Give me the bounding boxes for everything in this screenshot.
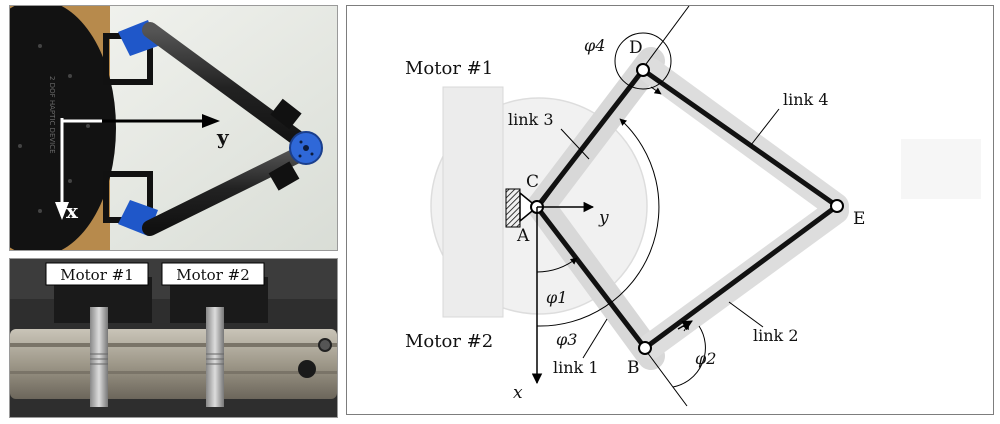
link-4-label: link 4 [783, 90, 829, 109]
motor-1-label-box [45, 262, 149, 286]
phi1-label: φ1 [546, 288, 567, 307]
ground-hatch [505, 188, 521, 228]
phi1-arc [536, 257, 578, 273]
kinematic-diagram-svg: Motor #1 Motor #2 C A D B E link 3 link … [405, 6, 981, 407]
device-side-illustration: Motor #1 Motor #2 [10, 259, 337, 417]
diagram-motor-1-label: Motor #1 [405, 58, 493, 79]
photo-motor-1-label: Motor #1 [60, 266, 134, 284]
metal-base-plate [10, 329, 337, 399]
link-2-bar [642, 203, 840, 351]
phi2-label: φ2 [695, 349, 716, 368]
photo-axis-y-label: y [216, 125, 230, 149]
motor-2-label-box [161, 262, 265, 286]
svg-text:2 DOF HAPTIC DEVICE: 2 DOF HAPTIC DEVICE [48, 76, 56, 154]
device-top-illustration: 2 DOF HAPTIC DEVICE y x [10, 6, 337, 250]
ground-support [519, 191, 539, 223]
link2-leader [728, 301, 764, 328]
motor-1-shaft [90, 307, 108, 407]
device-side-photo: Motor #1 Motor #2 [9, 258, 338, 418]
joint-e-pin [830, 199, 844, 213]
photo-axis-x-label: x [66, 199, 79, 223]
link-4-bar [640, 67, 840, 209]
diagram-motor-2-label: Motor #2 [405, 331, 493, 352]
link-1-bar [534, 204, 648, 351]
phi3-arc [536, 118, 660, 327]
linkage [534, 67, 840, 351]
link3-leader [560, 128, 590, 160]
link-3-label: link 3 [508, 110, 554, 129]
joint-b-label: B [627, 358, 640, 378]
diagram-axis-x-label: x [513, 383, 523, 403]
photo-motor-2-label: Motor #2 [176, 266, 250, 284]
phi4-arc [614, 32, 672, 90]
joint-d-label: D [629, 38, 643, 58]
device-top-photo: 2 DOF HAPTIC DEVICE y x [9, 5, 338, 251]
motor-2-shaft [206, 307, 224, 407]
phi2-arc [672, 325, 706, 388]
joint-e-label: E [853, 209, 865, 229]
link1-extension-line [643, 347, 688, 407]
phi4-label: φ4 [584, 36, 605, 55]
link-3-bar [534, 67, 646, 210]
top-photo-axes [55, 114, 220, 220]
upper-carbon-rod [142, 22, 316, 154]
joint-d-pin [636, 63, 650, 77]
joint-c-label: C [526, 172, 539, 192]
diagram-axis-y-label: y [598, 208, 609, 228]
joint-b-pin [638, 341, 652, 355]
link1-leader [582, 318, 608, 359]
phi3-label: φ3 [556, 330, 577, 349]
link4-leader [750, 108, 780, 146]
link-2-label: link 2 [753, 326, 799, 345]
link-1-label: link 1 [553, 358, 599, 377]
lower-carbon-rod [142, 142, 316, 236]
kinematic-diagram: Motor #1 Motor #2 C A D B E link 3 link … [346, 5, 994, 415]
joint-a-label: A [516, 226, 530, 246]
